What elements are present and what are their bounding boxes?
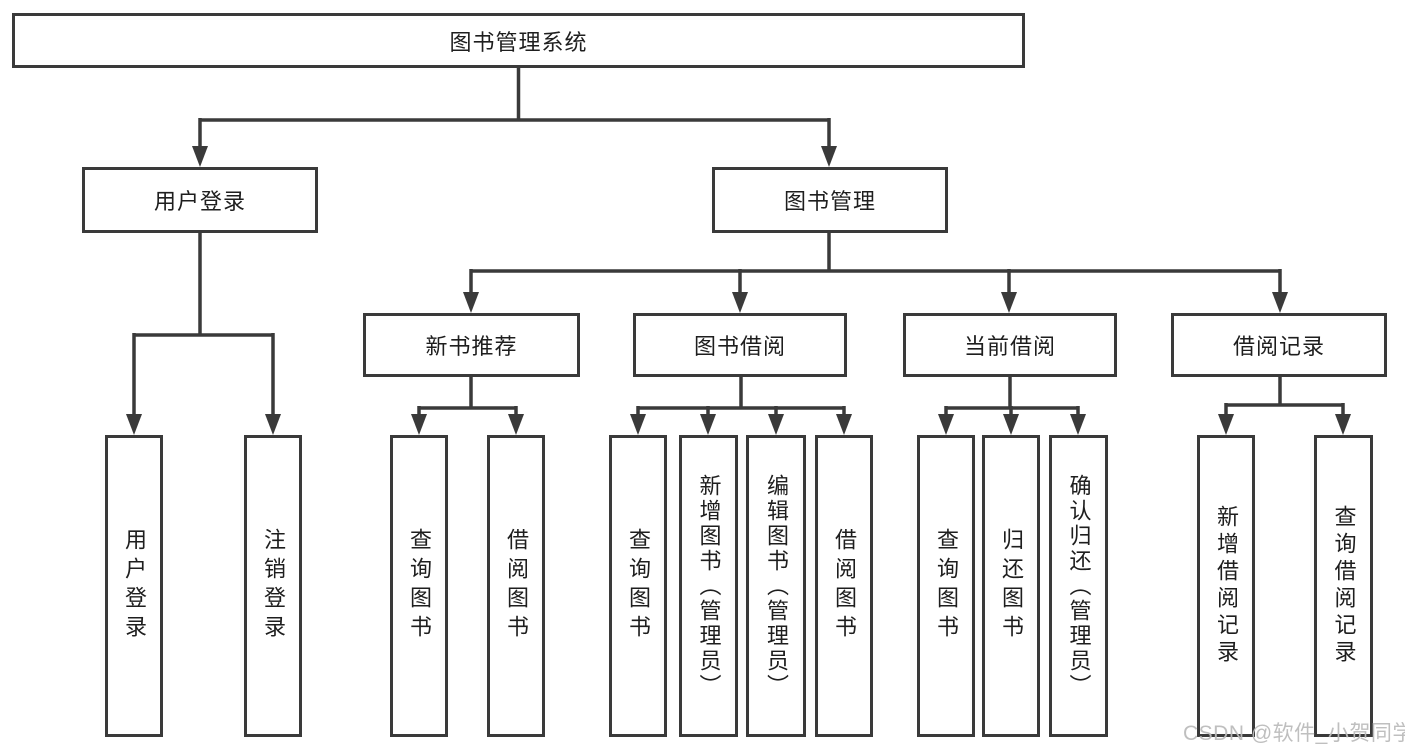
connector-paths xyxy=(132,68,1345,418)
leaf-user-login: 用户登录 xyxy=(105,435,163,737)
leaf-query-borrow-record: 查询借阅记录 xyxy=(1314,435,1373,737)
leaf-query-books-1: 查询图书 xyxy=(390,435,448,737)
node-book-borrow: 图书借阅 xyxy=(633,313,847,377)
arrowheads xyxy=(126,146,1351,435)
leaf-edit-book-admin: 编辑图书（管理员） xyxy=(746,435,806,737)
leaf-query-books-3: 查询图书 xyxy=(917,435,975,737)
csdn-watermark: CSDN @软件_小贺同学 xyxy=(1183,722,1405,745)
leaf-borrow-books-1: 借阅图书 xyxy=(487,435,545,737)
leaf-add-borrow-record: 新增借阅记录 xyxy=(1197,435,1255,737)
node-new-book-recommend: 新书推荐 xyxy=(363,313,580,377)
leaf-add-book-admin: 新增图书（管理员） xyxy=(679,435,738,737)
node-current-borrow: 当前借阅 xyxy=(903,313,1117,377)
leaf-return-books: 归还图书 xyxy=(982,435,1040,737)
node-user-login: 用户登录 xyxy=(82,167,318,233)
leaf-query-books-2: 查询图书 xyxy=(609,435,667,737)
node-book-management: 图书管理 xyxy=(712,167,948,233)
leaf-logout: 注销登录 xyxy=(244,435,302,737)
leaf-confirm-return-admin: 确认归还（管理员） xyxy=(1049,435,1108,737)
node-root: 图书管理系统 xyxy=(12,13,1025,68)
node-borrow-records: 借阅记录 xyxy=(1171,313,1387,377)
leaf-borrow-books-2: 借阅图书 xyxy=(815,435,873,737)
